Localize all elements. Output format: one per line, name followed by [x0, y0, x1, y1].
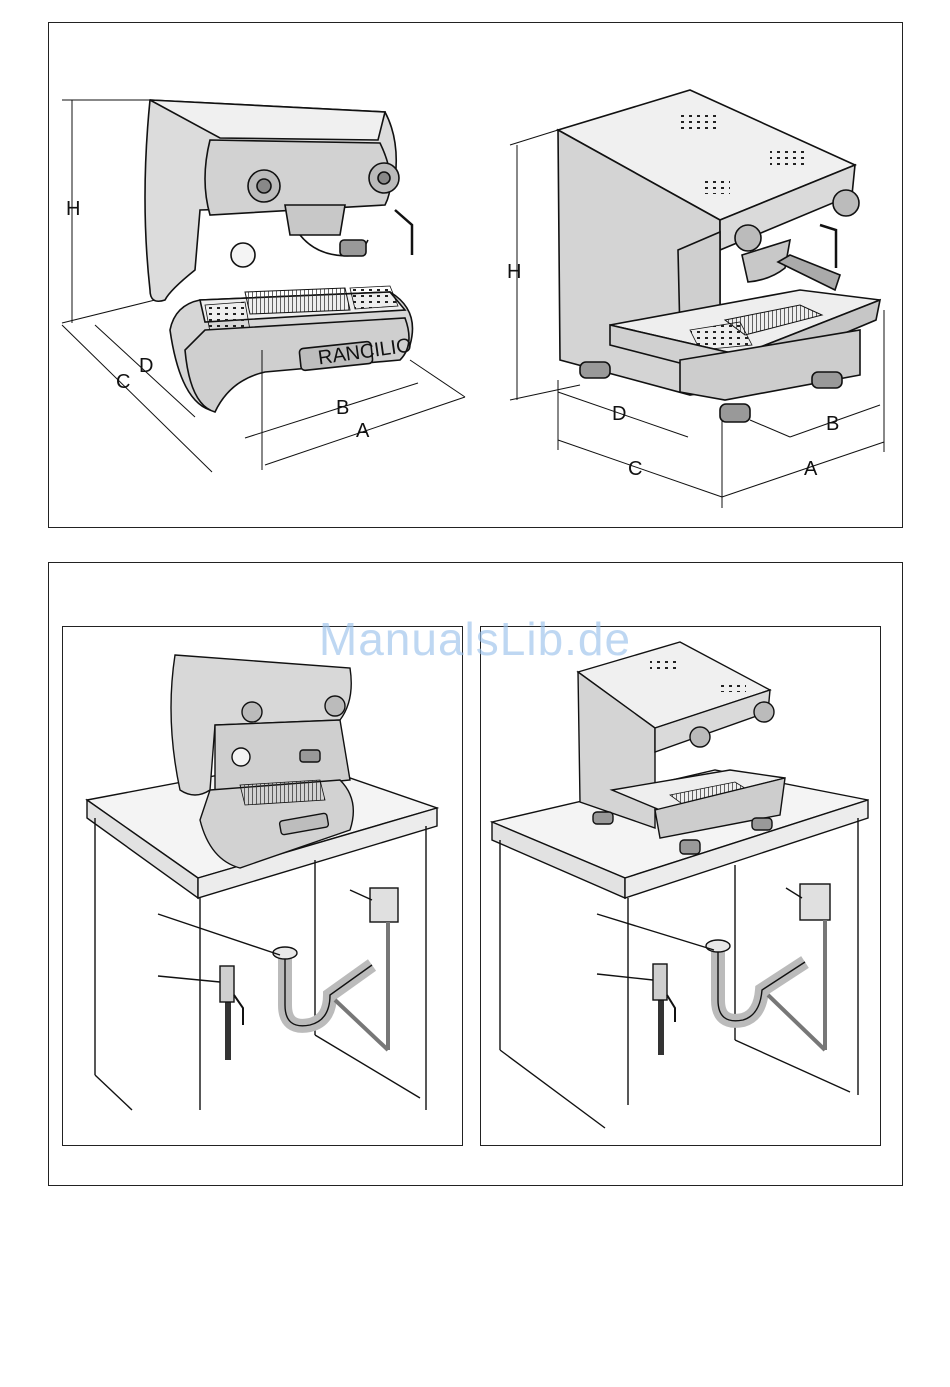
left-machine-drawing — [145, 100, 413, 412]
left-dim-h: H — [66, 198, 80, 220]
left-dim-b: B — [336, 397, 349, 419]
right-dim-b: B — [826, 413, 839, 435]
left-dim-c: C — [116, 371, 130, 393]
right-dim-h: H — [507, 261, 521, 283]
left-dim-d: D — [139, 355, 153, 377]
right-dim-c: C — [628, 458, 642, 480]
left-dim-a: A — [356, 420, 370, 442]
left-install-drawing — [87, 655, 437, 1110]
right-dim-d: D — [612, 403, 626, 425]
right-install-drawing — [492, 642, 868, 1128]
watermark: ManualsLib.de — [0, 612, 950, 666]
right-machine-drawing — [558, 90, 880, 422]
right-dim-a: A — [804, 458, 818, 480]
